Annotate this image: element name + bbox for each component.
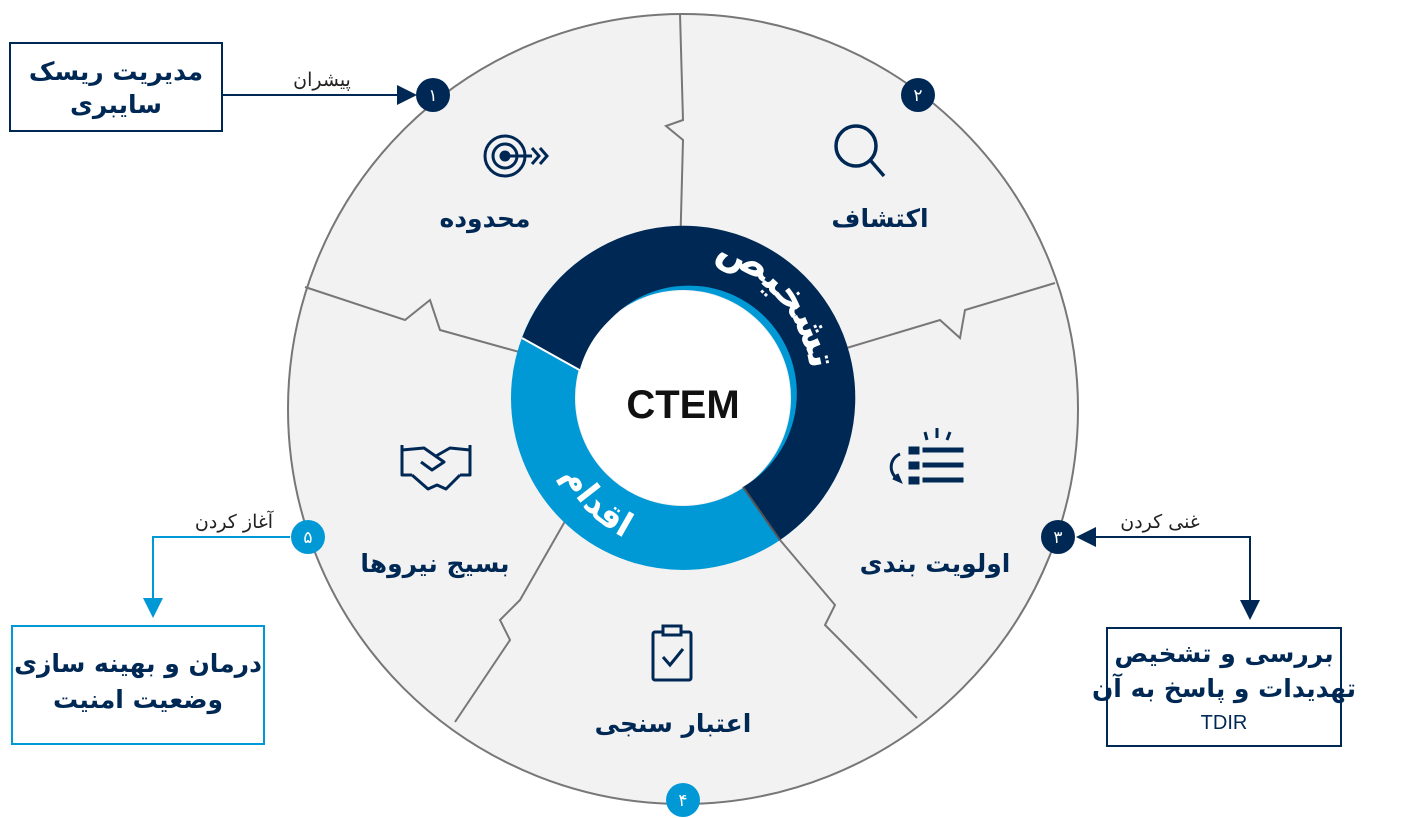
svg-text:۲: ۲ xyxy=(913,86,922,106)
segment-label-scope: محدوده xyxy=(439,204,530,234)
box-tdir-line1: بررسی و تشخیص xyxy=(1114,639,1333,669)
arrow-label-tdir: غنی کردن xyxy=(1120,511,1200,533)
magnifier-icon xyxy=(834,124,886,178)
center-circle xyxy=(576,291,790,505)
clipboard-check-icon xyxy=(651,624,693,682)
segment-label-validation: اعتبار سنجی xyxy=(595,709,752,738)
badge-1[interactable]: ۱ xyxy=(416,78,450,112)
callout-risk: پیشران مدیریت ریسک سایبری xyxy=(9,42,417,132)
arrow-label-risk: پیشران xyxy=(293,69,351,91)
segment-dividers xyxy=(304,13,1056,723)
segment-validation[interactable]: اعتبار سنجی xyxy=(595,624,752,738)
segment-scope[interactable]: محدوده xyxy=(439,134,549,234)
box-remediation-line1: درمان و بهینه سازی xyxy=(14,649,262,679)
segment-label-mobilization: بسیج نیروها xyxy=(360,549,509,579)
badge-5[interactable]: ۵ xyxy=(291,520,325,554)
callout-tdir: غنی کردن بررسی و تشخیص تهدیدات و پاسخ به… xyxy=(1076,511,1356,747)
badge-4[interactable]: ۴ xyxy=(666,783,700,817)
box-tdir xyxy=(1106,627,1342,747)
segment-prioritization[interactable]: اولویت بندی xyxy=(860,428,1011,579)
box-risk-line1: مدیریت ریسک xyxy=(29,57,203,87)
prioritize-list-icon xyxy=(889,428,964,485)
callout-remediation: آغاز کردن درمان و بهینه سازی وضعیت امنیت xyxy=(11,510,290,745)
segment-label-discovery: اکتشاف xyxy=(831,204,928,233)
arrow-tdir xyxy=(1076,527,1251,612)
segment-label-prioritization: اولویت بندی xyxy=(860,549,1011,579)
arrow-label-remediation: آغاز کردن xyxy=(195,510,274,533)
badge-3[interactable]: ۳ xyxy=(1041,520,1075,554)
svg-text:۱: ۱ xyxy=(428,86,437,106)
svg-text:۴: ۴ xyxy=(678,791,687,811)
box-remediation xyxy=(11,625,265,745)
svg-text:۵: ۵ xyxy=(303,528,312,548)
box-tdir-abbr: TDIR xyxy=(1201,712,1248,734)
segment-mobilization[interactable]: بسیج نیروها xyxy=(360,445,510,579)
box-risk-line2: سایبری xyxy=(70,90,162,120)
handshake-icon xyxy=(400,445,472,491)
arrow-remediation xyxy=(143,536,290,618)
svg-text:۳: ۳ xyxy=(1053,528,1062,548)
box-risk xyxy=(9,42,223,132)
ring-diagnose xyxy=(522,225,856,540)
segment-discovery[interactable]: اکتشاف xyxy=(831,124,929,233)
badge-2[interactable]: ۲ xyxy=(901,78,935,112)
target-icon xyxy=(483,134,549,178)
center-title: CTEM xyxy=(626,383,739,427)
box-tdir-line2: تهدیدات و پاسخ به آن xyxy=(1092,673,1356,704)
box-remediation-line2: وضعیت امنیت xyxy=(53,685,223,715)
